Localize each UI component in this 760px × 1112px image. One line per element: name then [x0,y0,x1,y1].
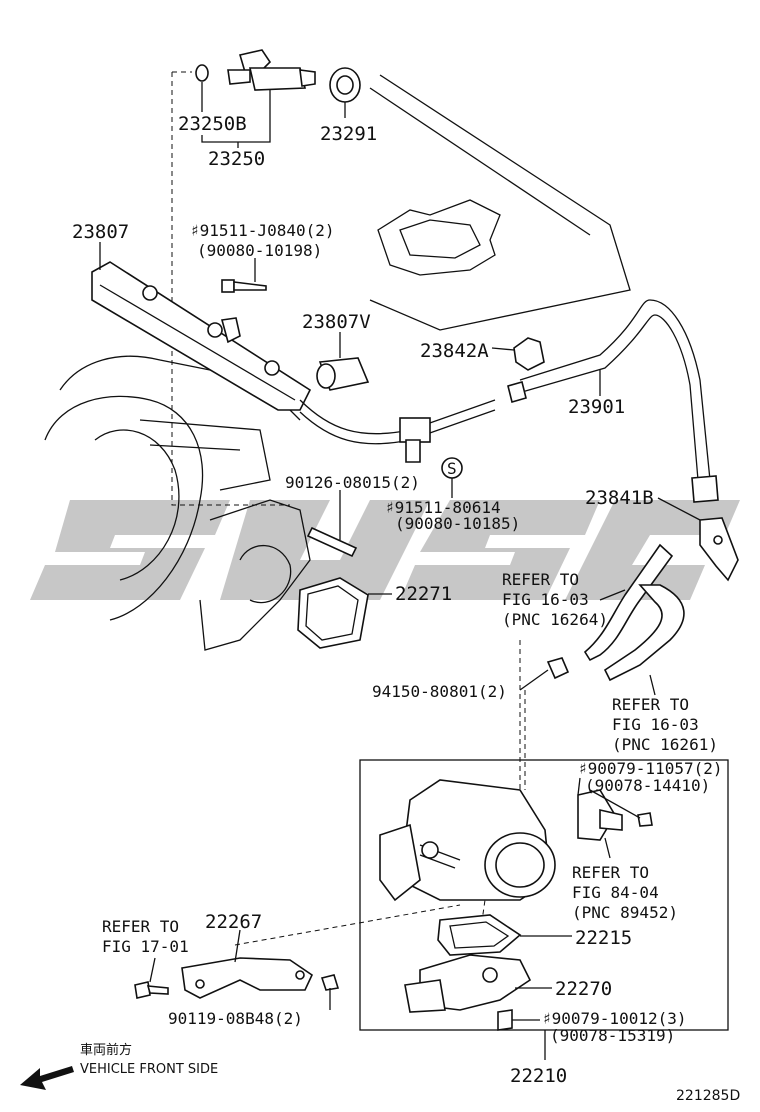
rail-insulator [316,357,370,391]
label-ref3b: FIG 84-04 [572,883,659,902]
label-ref4b: FIG 17-01 [102,937,189,956]
label-90126: 90126-08015(2) [285,473,420,492]
arrow-left-down-icon [20,1066,74,1090]
watermark-logo [30,500,740,600]
label-bolt3a: ♯90079-11057(2) [578,759,723,778]
label-22271: 22271 [395,583,452,605]
part-labels: 23250B 23250 23291 23807 ♯91511-J0840(2)… [72,113,723,1087]
throttle-body [379,779,556,902]
label-23250: 23250 [208,148,265,170]
label-ref2c: (PNC 16261) [612,735,718,754]
throttle-nut [546,657,570,680]
label-bolt1b: (90080-10198) [197,241,322,260]
intake-stud [306,526,358,558]
fuel-hose [299,299,719,503]
front-label-en: VEHICLE FRONT SIDE [80,1062,218,1077]
label-23841B: 23841B [585,487,654,509]
throttle-body-box [359,759,729,1060]
label-ref2a: REFER TO [612,695,689,714]
front-label-jp: 車両前方 [80,1042,132,1058]
diagram-id: 221285D [676,1088,740,1104]
throttle-position-sensor [577,789,653,841]
fuel-injector [195,49,316,91]
label-22215: 22215 [575,927,632,949]
fuel-delivery-rail [91,261,312,411]
label-bolt4b: (90078-15319) [550,1026,675,1045]
label-bolt3b: (90078-14410) [585,776,710,795]
vehicle-front-indicator: 車両前方 VEHICLE FRONT SIDE [20,1042,218,1090]
throttle-gasket [297,577,369,649]
fuel-line-bracket [699,517,739,582]
injector-grommet [329,67,361,103]
label-90119: 90119-08B48(2) [168,1009,303,1028]
label-ref2b: FIG 16-03 [612,715,699,734]
label-ref4a: REFER TO [102,917,179,936]
label-ref3a: REFER TO [572,863,649,882]
label-23291: 23291 [320,123,377,145]
leader-lines [99,82,701,1021]
label-ref3c: (PNC 89452) [572,903,678,922]
engine-outline [44,74,631,651]
throttle-bracket [181,957,314,999]
idle-valve-gasket [437,914,522,956]
label-23250B: 23250B [178,113,247,135]
label-bolt2b: (90080-10185) [395,514,520,533]
s-mark: S [441,457,463,479]
label-ref1c: (PNC 16264) [502,610,608,629]
rail-bolt [221,279,267,293]
label-22270: 22270 [555,978,612,1000]
label-23842A: 23842A [420,340,489,362]
s-mark-text: S [447,459,457,478]
label-bolt1a: ♯91511-J0840(2) [190,221,335,240]
label-22210: 22210 [510,1065,567,1087]
bracket-bolts [134,974,340,999]
idle-speed-control-valve [404,954,532,1031]
label-94150: 94150-80801(2) [372,682,507,701]
label-23901: 23901 [568,396,625,418]
label-bolt4a: ♯90079-10012(3) [542,1009,687,1028]
label-bolt2a: ♯91511-80614 [385,498,501,517]
water-bypass-hoses [583,543,685,682]
label-ref1b: FIG 16-03 [502,590,589,609]
label-22267: 22267 [205,911,262,933]
label-23807: 23807 [72,221,129,243]
label-ref1a: REFER TO [502,570,579,589]
label-23807V: 23807V [302,311,371,333]
hose-clamp [513,337,545,371]
